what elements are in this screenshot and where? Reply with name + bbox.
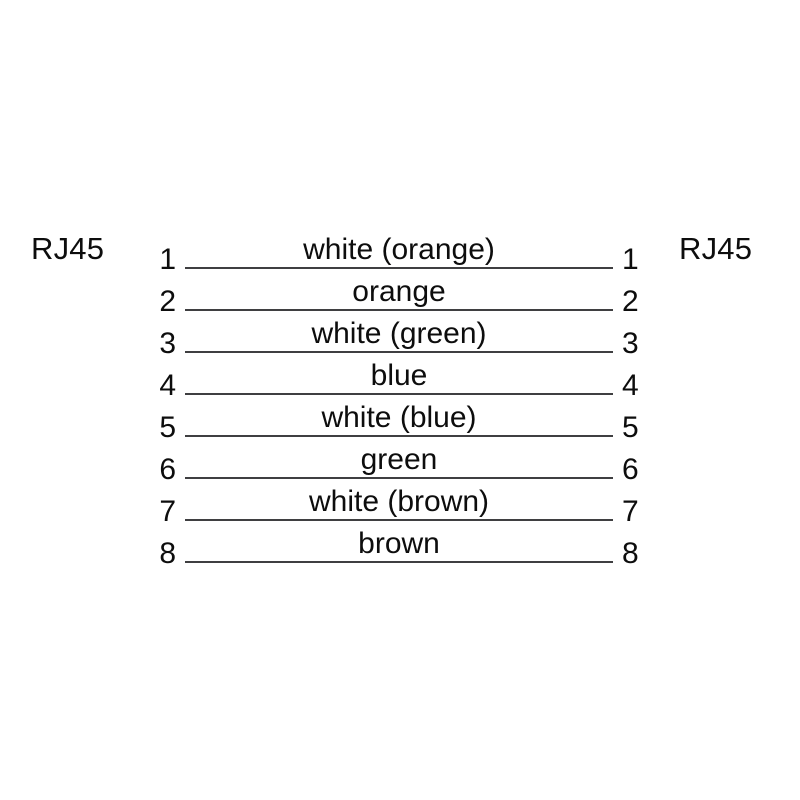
pin-number-left: 6 [159,453,176,486]
wire-line [185,351,613,353]
pin-number-left: 8 [159,537,176,570]
wire-line [185,393,613,395]
pin-number-right: 2 [622,285,639,318]
connector-label-left: RJ45 [31,231,105,266]
pin-number-left: 4 [159,369,176,402]
wire-color-label: blue [370,359,428,392]
pin-number-left: 2 [159,285,176,318]
pin-number-right: 4 [622,369,639,402]
wire-line [185,519,613,521]
pin-number-left: 3 [159,327,176,360]
pin-number-right: 3 [622,327,639,360]
wire-color-label: brown [358,527,440,560]
pin-number-right: 8 [622,537,639,570]
wire-color-label: white (brown) [308,485,490,518]
wire-color-label: white (orange) [303,233,495,266]
wire-color-label: green [360,443,438,476]
wire-line [185,267,613,269]
pin-number-left: 7 [159,495,176,528]
pin-number-right: 7 [622,495,639,528]
wire-color-label: orange [352,275,446,308]
wire-line [185,309,613,311]
wire-line [185,477,613,479]
wire-line [185,435,613,437]
pin-number-right: 6 [622,453,639,486]
wire-line [185,561,613,563]
connector-label-right: RJ45 [679,231,753,266]
pin-number-right: 5 [622,411,639,444]
wire-color-label: white (green) [311,317,487,350]
pin-number-left: 5 [159,411,176,444]
pin-number-right: 1 [622,243,639,276]
pin-number-left: 1 [159,243,176,276]
wire-color-label: white (blue) [321,401,477,434]
